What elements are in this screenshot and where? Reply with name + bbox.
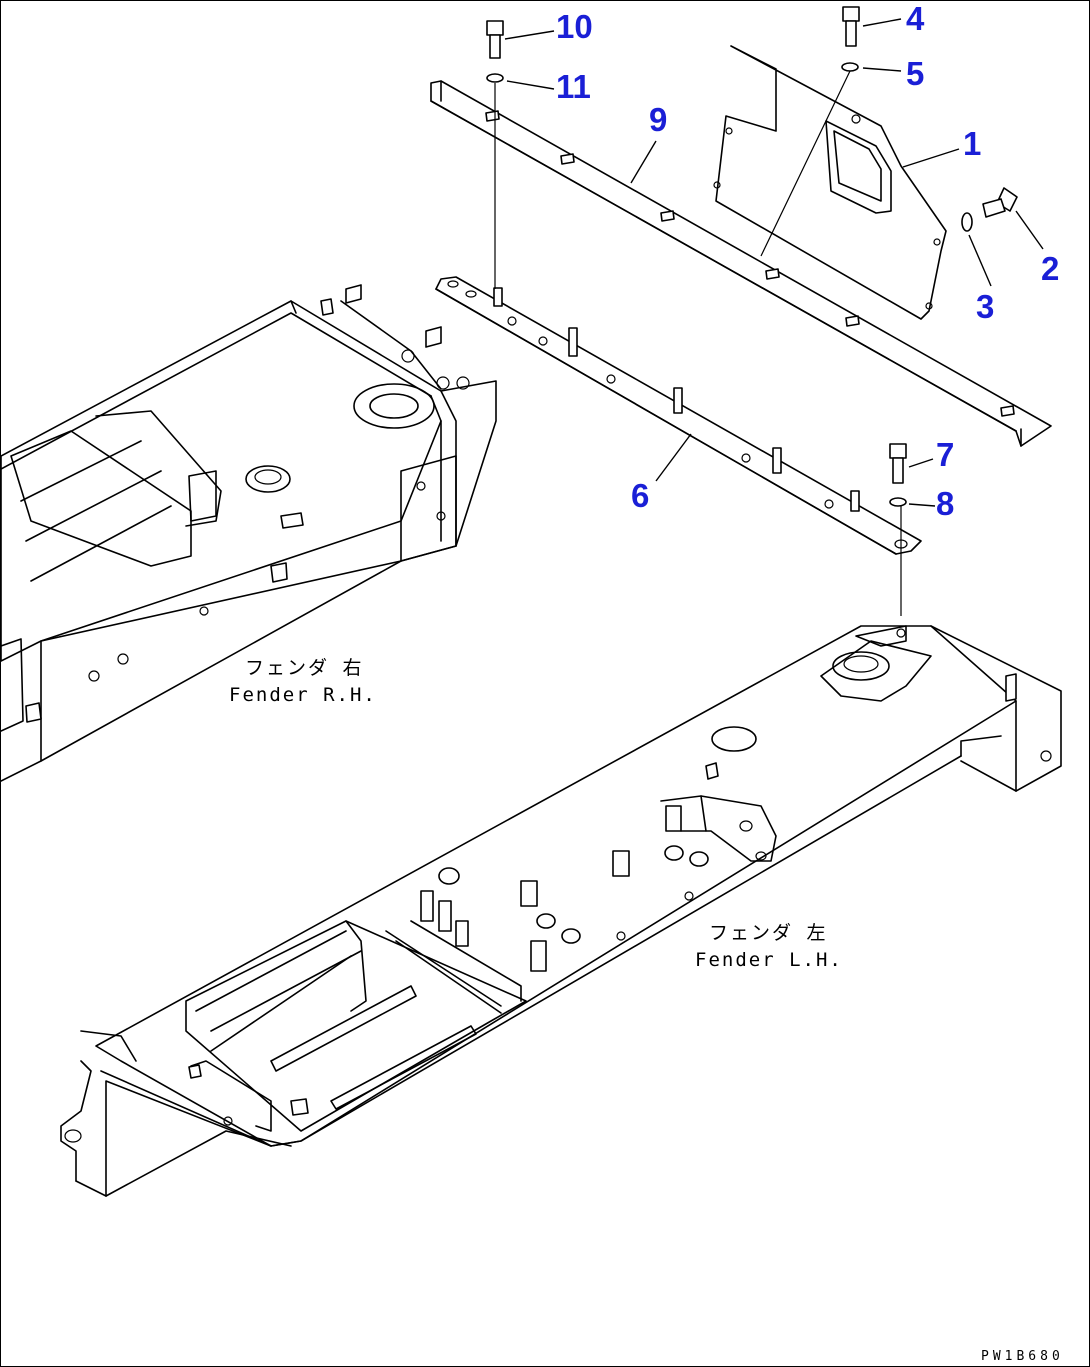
callout-numbers: 10 11 4 5 1 2 3 9 6 7 8 [556,1,1059,522]
callout-7: 7 [936,436,954,473]
fender-lh-label-jp: フェンダ 左 [709,922,827,944]
part-1-cover-plate [713,45,947,320]
fender-rh-label: フェンダ 右 Fender R.H. [229,657,377,706]
part-10-bolt [486,20,504,59]
assembly-lines [494,70,902,616]
part-8-washer [889,497,907,507]
callout-8: 8 [936,485,954,522]
fender-rh-label-jp: フェンダ 右 [245,657,363,679]
fender-lh-drawing [60,625,1062,1197]
part-5-washer [841,62,859,72]
fender-lh-label: フェンダ 左 Fender L.H. [695,922,843,971]
drawing-code: PW1B680 [981,1349,1064,1364]
part-6-bracket-bar [435,276,922,555]
callout-1: 1 [963,125,981,162]
fender-rh-drawing [1,284,497,782]
part-11-washer [486,73,504,83]
callout-9: 9 [649,101,667,138]
callout-6: 6 [631,477,649,514]
callout-5: 5 [906,55,924,92]
part-3-washer [961,212,973,232]
callout-11: 11 [556,68,591,105]
part-9-cover-bar [430,80,1052,447]
part-2-bolt [982,187,1018,218]
callout-2: 2 [1041,250,1059,287]
callout-4: 4 [906,1,925,37]
part-7-bolt [889,443,907,484]
callout-leaders [504,18,1044,507]
callout-10: 10 [556,8,593,45]
fender-rh-label-en: Fender R.H. [229,684,377,706]
callout-3: 3 [976,288,994,325]
part-4-bolt [842,6,860,47]
fender-lh-label-en: Fender L.H. [695,949,843,971]
